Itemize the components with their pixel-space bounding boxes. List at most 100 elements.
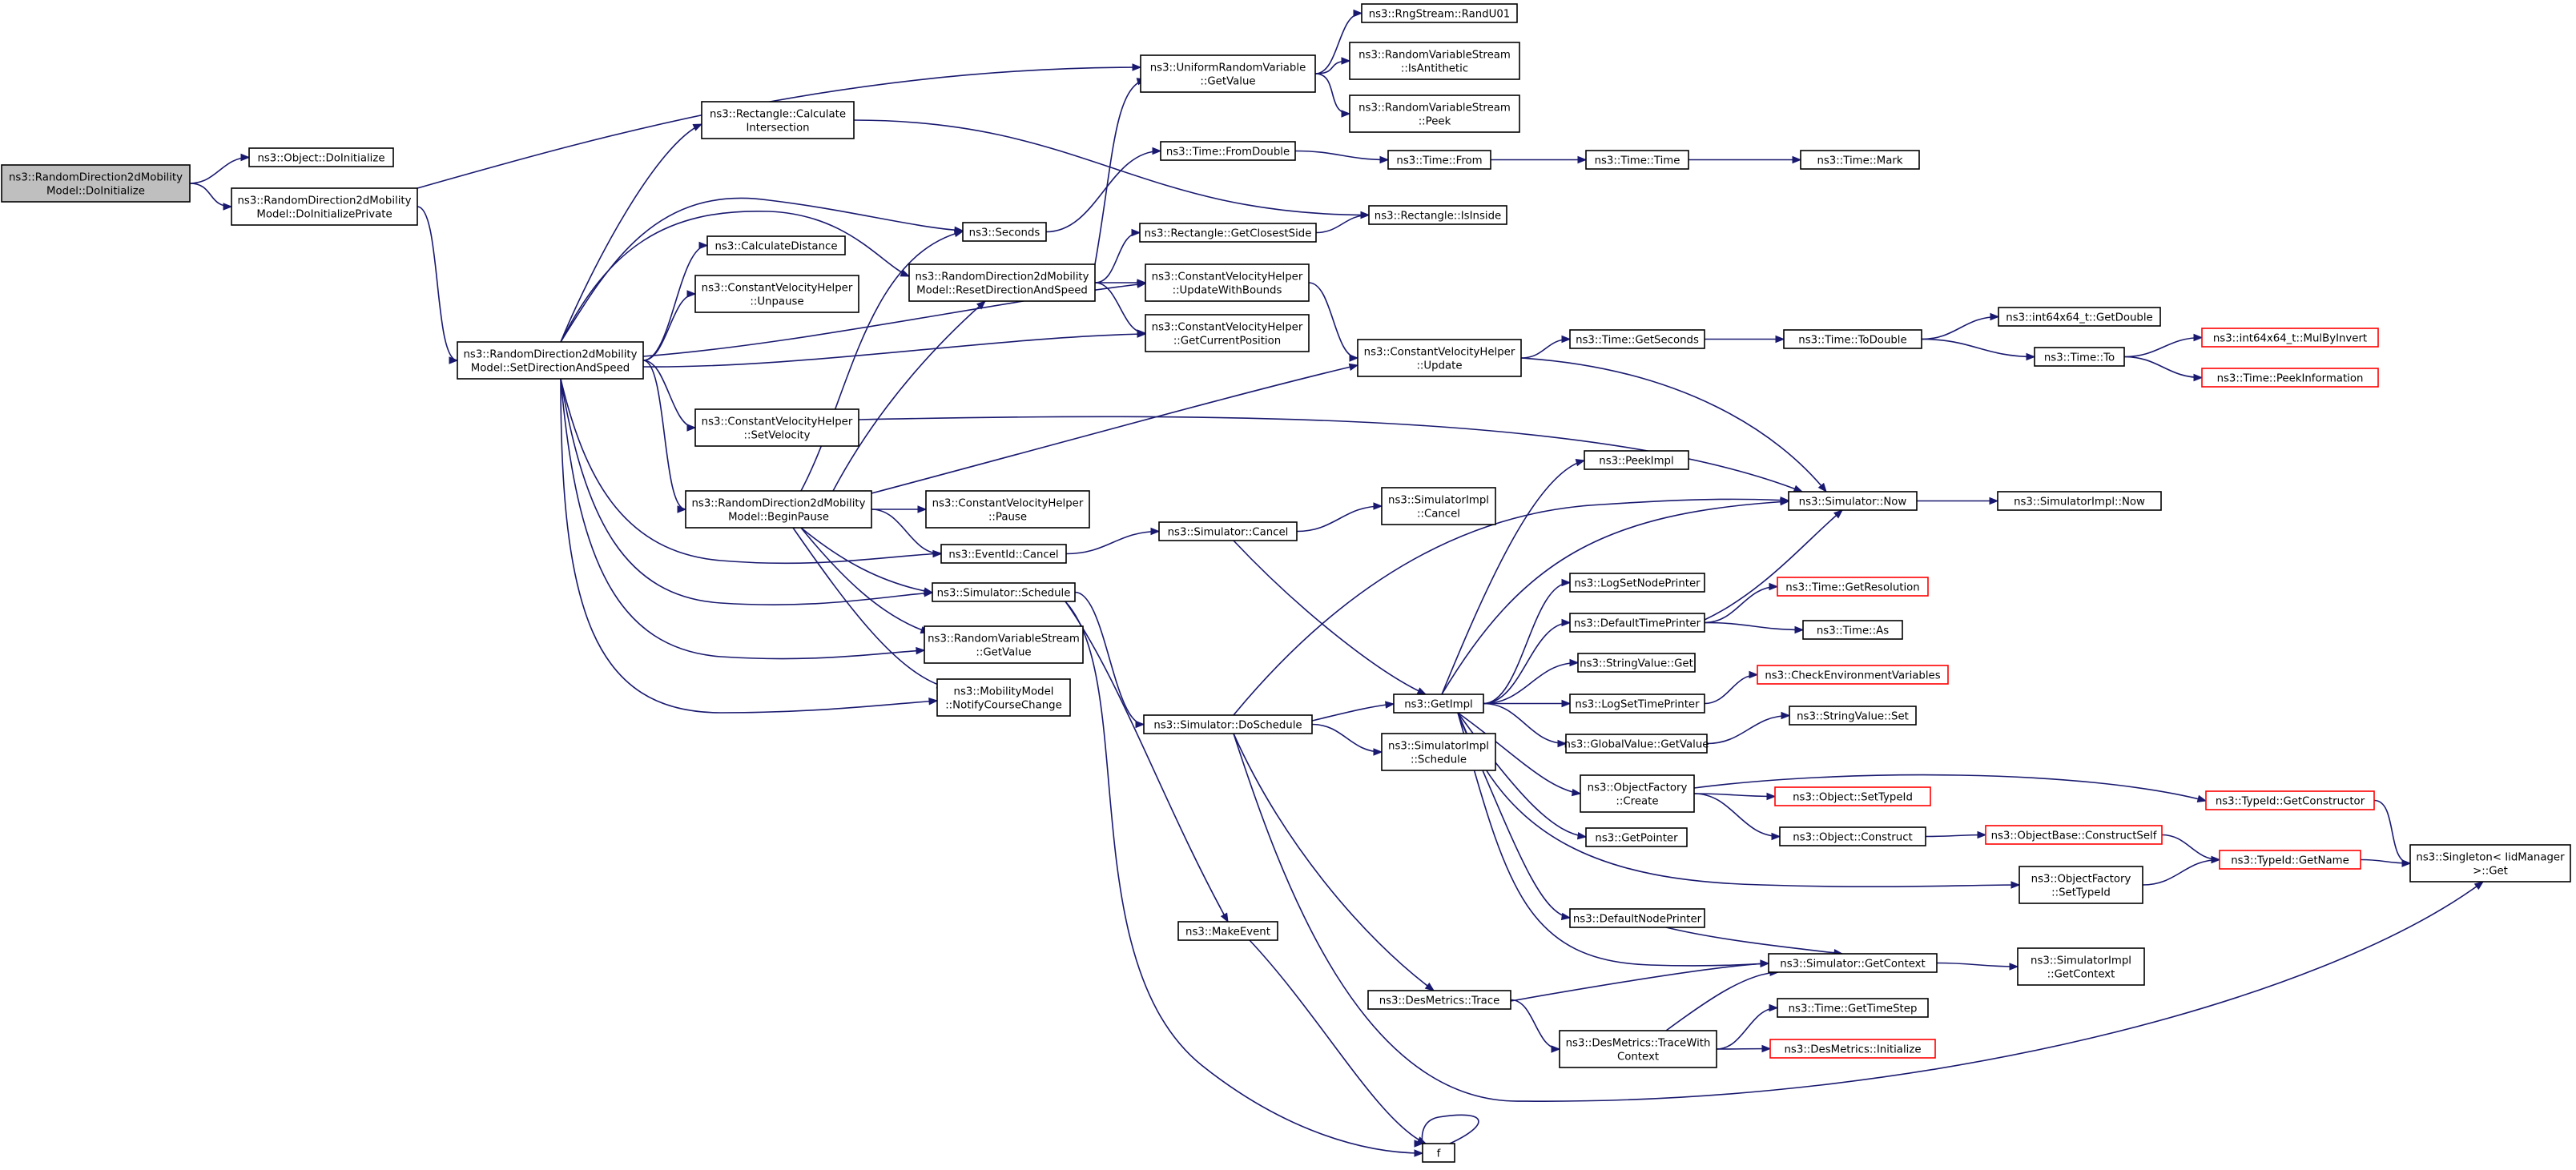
node-urvGetValue[interactable]: ns3::UniformRandomVariable::GetValue [1140,54,1316,93]
edge-getImpl-to-simNow [1441,501,1789,695]
node-strGet[interactable]: ns3::StringValue::Get [1577,653,1696,673]
node-desInit[interactable]: ns3::DesMetrics::Initialize [1769,1039,1936,1059]
edge-arrowhead [1414,1140,1424,1148]
node-rvsPeek[interactable]: ns3::RandomVariableStream::Peek [1349,94,1520,133]
node-box [2034,347,2125,367]
node-simCancel[interactable]: ns3::Simulator::Cancel [1158,521,1298,541]
node-ofSetTypeId[interactable]: ns3::ObjectFactory::SetTypeId [2019,866,2143,904]
node-timeTo[interactable]: ns3::Time::To [2034,347,2125,367]
node-getPointer[interactable]: ns3::GetPointer [1585,827,1688,847]
node-label: ns3::ObjectFactory [1588,782,1688,794]
node-mmNotify[interactable]: ns3::MobilityModel::NotifyCourseChange [936,678,1071,717]
node-timeFromDouble[interactable]: ns3::Time::FromDouble [1160,141,1296,161]
edge-beginPause-to-eventCancel [871,509,942,555]
node-label: ns3::ObjectBase::ConstructSelf [1991,830,2157,842]
edge-ofCreate-to-objSetTypeId [1693,793,1776,798]
node-label: ns3::RandomDirection2dMobility [9,172,183,184]
node-simSchedule[interactable]: ns3::Simulator::Schedule [932,582,1076,602]
node-logSetTime[interactable]: ns3::LogSetTimePrinter [1569,694,1705,714]
node-label: ::Pause [988,512,1027,524]
node-simImplGetCtx[interactable]: ns3::SimulatorImpl::GetContext [2017,947,2145,986]
node-gvGetValue[interactable]: ns3::GlobalValue::GetValue [1564,734,1709,754]
node-rectIsInside[interactable]: ns3::Rectangle::IsInside [1368,205,1507,225]
nodes-layer: ns3::RandomDirection2dMobilityModel::DoI… [1,3,2571,1163]
node-typeIdGetName[interactable]: ns3::TypeId::GetName [2219,850,2361,870]
node-simDoSchedule[interactable]: ns3::Simulator::DoSchedule [1143,714,1313,734]
node-timePeekInfo[interactable]: ns3::Time::PeekInformation [2201,368,2379,388]
node-box [1140,54,1316,93]
edge-arrowhead [1561,335,1572,344]
edge-arrowhead [1576,831,1588,840]
node-makeEvent[interactable]: ns3::MakeEvent [1177,921,1278,941]
node-singletonGet[interactable]: ns3::Singleton< IidManager>::Get [2409,844,2571,883]
node-strSet[interactable]: ns3::StringValue::Set [1789,706,1917,726]
node-timeGetSeconds[interactable]: ns3::Time::GetSeconds [1569,329,1705,349]
edge-arrowhead [686,424,697,432]
node-box [962,222,1047,242]
node-getImpl[interactable]: ns3::GetImpl [1393,694,1484,714]
node-checkEnv[interactable]: ns3::CheckEnvironmentVariables [1757,665,1949,685]
node-int64MulByInvert[interactable]: ns3::int64x64_t::MulByInvert [2201,328,2379,348]
edge-arrowhead [1781,711,1791,720]
node-rngRand[interactable]: ns3::RngStream::RandU01 [1361,3,1518,23]
node-peekImpl[interactable]: ns3::PeekImpl [1584,450,1689,470]
edge-arrowhead [1424,982,1435,991]
node-timeMark[interactable]: ns3::Time::Mark [1800,150,1920,170]
node-timeAs[interactable]: ns3::Time::As [1802,620,1903,640]
node-cvhSetVel[interactable]: ns3::ConstantVelocityHelper::SetVelocity [694,408,859,447]
node-timeTime[interactable]: ns3::Time::Time [1585,150,1689,170]
node-timeFrom[interactable]: ns3::Time::From [1387,150,1491,170]
node-objDoInit[interactable]: ns3::Object::DoInitialize [248,147,394,167]
node-defNodePrinter[interactable]: ns3::DefaultNodePrinter [1569,908,1705,928]
node-simImplNow[interactable]: ns3::SimulatorImpl::Now [1997,491,2162,511]
node-desTrace[interactable]: ns3::DesMetrics::Trace [1367,990,1511,1010]
node-simNow[interactable]: ns3::Simulator::Now [1788,491,1918,511]
node-int64GetDouble[interactable]: ns3::int64x64_t::GetDouble [1998,307,2161,327]
node-box [932,582,1076,602]
edge-timeTo-to-timePeekInfo [2123,356,2203,379]
node-ofCreate[interactable]: ns3::ObjectFactory::Create [1580,774,1695,813]
node-label: ns3::Rectangle::IsInside [1375,211,1501,223]
node-cvhUpdate[interactable]: ns3::ConstantVelocityHelper::Update [1357,339,1522,377]
node-cvhUpdBounds[interactable]: ns3::ConstantVelocityHelper::UpdateWithB… [1145,263,1310,302]
node-timeGetRes[interactable]: ns3::Time::GetResolution [1777,577,1929,597]
node-objConstruct[interactable]: ns3::Object::Construct [1779,826,1926,846]
node-label: ::Cancel [1417,509,1460,521]
node-label: ns3::int64x64_t::MulByInvert [2213,333,2367,345]
edge-getImpl-to-peekImpl [1441,460,1585,695]
node-timeGetStep[interactable]: ns3::Time::GetTimeStep [1777,998,1929,1018]
edge-logSetTime-to-checkEnv [1704,673,1758,705]
edge-arrowhead [2473,881,2485,891]
node-timeToDouble[interactable]: ns3::Time::ToDouble [1783,329,1922,349]
node-beginPause[interactable]: ns3::RandomDirection2dMobilityModel::Beg… [685,490,872,529]
node-objSetTypeId[interactable]: ns3::Object::SetTypeId [1774,786,1931,806]
edge-timeFromDouble-to-timeFrom [1294,150,1389,161]
node-simImplSchedule[interactable]: ns3::SimulatorImpl::Schedule [1381,733,1496,771]
node-f[interactable]: f [1422,1143,1455,1163]
node-doInitPriv[interactable]: ns3::RandomDirection2dMobilityModel::DoI… [231,187,418,226]
node-eventCancel[interactable]: ns3::EventId::Cancel [940,544,1067,564]
edge-arrowhead [1990,312,2000,321]
node-label: Intersection [746,123,809,135]
node-rectClosest[interactable]: ns3::Rectangle::GetClosestSide [1139,223,1317,243]
node-logSetNode[interactable]: ns3::LogSetNodePrinter [1569,573,1705,593]
edge-typeIdGetCtor-to-singletonGet [2373,799,2411,864]
node-cvhUnpause[interactable]: ns3::ConstantVelocityHelper::Unpause [694,275,859,313]
node-resetDir[interactable]: ns3::RandomDirection2dMobilityModel::Res… [908,263,1096,302]
node-setDir[interactable]: ns3::RandomDirection2dMobilityModel::Set… [457,341,644,380]
node-obConstructSelf[interactable]: ns3::ObjectBase::ConstructSelf [1985,825,2163,845]
node-root[interactable]: ns3::RandomDirection2dMobilityModel::DoI… [1,164,191,203]
node-typeIdGetCtor[interactable]: ns3::TypeId::GetConstructor [2205,790,2375,810]
edge-resetDir-to-urvGetValue [1094,78,1146,265]
node-calcDist[interactable]: ns3::CalculateDistance [706,235,846,255]
node-cvhPause[interactable]: ns3::ConstantVelocityHelper::Pause [925,490,1090,529]
node-rvsGetValue[interactable]: ns3::RandomVariableStream::GetValue [924,625,1084,664]
node-defTimePrinter[interactable]: ns3::DefaultTimePrinter [1569,613,1705,633]
node-simImplCancel[interactable]: ns3::SimulatorImpl::Cancel [1381,487,1496,525]
node-rvsAnti[interactable]: ns3::RandomVariableStream::IsAntithetic [1349,42,1520,80]
node-simGetContext[interactable]: ns3::Simulator::GetContext [1768,953,1938,973]
node-cvhGetPos[interactable]: ns3::ConstantVelocityHelper::GetCurrentP… [1145,314,1310,352]
node-seconds[interactable]: ns3::Seconds [962,222,1047,242]
